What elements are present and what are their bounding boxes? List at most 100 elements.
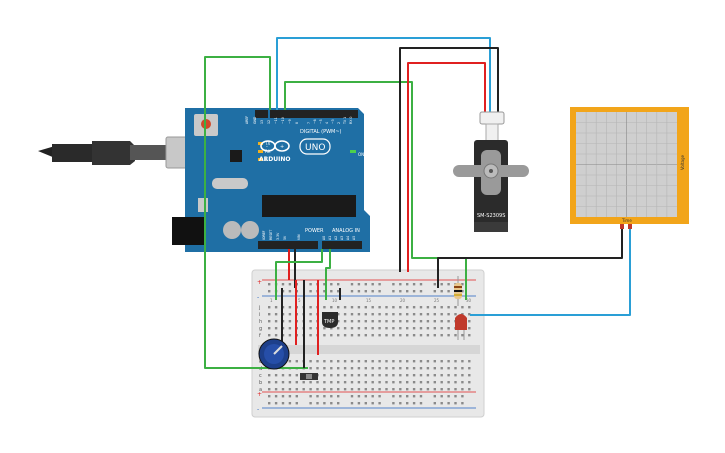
breadboard-hole[interactable] [371, 402, 374, 405]
breadboard-hole[interactable] [274, 327, 278, 330]
breadboard-hole[interactable] [433, 360, 436, 363]
breadboard-hole[interactable] [468, 388, 471, 391]
breadboard-hole[interactable] [426, 334, 430, 337]
breadboard-hole[interactable] [343, 334, 347, 337]
breadboard-hole[interactable] [316, 367, 319, 370]
servo-motor[interactable]: SM-S2309S [453, 111, 529, 232]
breadboard-hole[interactable] [433, 320, 436, 323]
breadboard-hole[interactable] [385, 360, 388, 363]
breadboard-hole[interactable] [330, 283, 333, 286]
breadboard-hole[interactable] [447, 374, 450, 377]
breadboard-hole[interactable] [302, 388, 305, 391]
breadboard-hole[interactable] [406, 395, 409, 398]
breadboard-hole[interactable] [406, 327, 409, 330]
breadboard-hole[interactable] [323, 402, 326, 405]
breadboard-hole[interactable] [399, 367, 402, 370]
breadboard-hole[interactable] [281, 402, 285, 405]
breadboard-hole[interactable] [461, 313, 464, 316]
breadboard-hole[interactable] [468, 360, 471, 363]
breadboard-hole[interactable] [447, 290, 450, 293]
breadboard-hole[interactable] [309, 381, 312, 384]
breadboard-hole[interactable] [350, 395, 354, 398]
breadboard-hole[interactable] [412, 306, 416, 309]
breadboard-hole[interactable] [412, 381, 416, 384]
breadboard-hole[interactable] [364, 402, 367, 405]
breadboard-hole[interactable] [357, 374, 361, 377]
breadboard-hole[interactable] [440, 327, 443, 330]
breadboard-hole[interactable] [399, 306, 402, 309]
breadboard-hole[interactable] [392, 395, 395, 398]
oscilloscope[interactable]: Voltage Time [570, 107, 689, 229]
breadboard-hole[interactable] [419, 313, 423, 316]
breadboard-hole[interactable] [330, 388, 333, 391]
breadboard-hole[interactable] [447, 327, 450, 330]
breadboard-hole[interactable] [399, 360, 402, 363]
breadboard-hole[interactable] [281, 388, 285, 391]
breadboard-hole[interactable] [440, 334, 443, 337]
oscilloscope-probe-neg[interactable] [620, 224, 624, 229]
breadboard-hole[interactable] [468, 320, 471, 323]
breadboard-hole[interactable] [399, 388, 402, 391]
breadboard-hole[interactable] [406, 367, 409, 370]
breadboard-hole[interactable] [364, 367, 367, 370]
breadboard-hole[interactable] [309, 402, 312, 405]
slide-switch[interactable] [300, 373, 318, 380]
breadboard-hole[interactable] [281, 374, 285, 377]
breadboard-hole[interactable] [468, 381, 471, 384]
breadboard-hole[interactable] [378, 395, 381, 398]
breadboard-hole[interactable] [281, 381, 285, 384]
breadboard-hole[interactable] [440, 388, 443, 391]
temperature-sensor[interactable]: TMP [322, 312, 338, 328]
breadboard-hole[interactable] [343, 367, 347, 370]
breadboard-hole[interactable] [357, 320, 361, 323]
breadboard-hole[interactable] [461, 360, 464, 363]
breadboard-hole[interactable] [323, 306, 326, 309]
breadboard-hole[interactable] [406, 283, 409, 286]
breadboard-hole[interactable] [274, 402, 278, 405]
breadboard-hole[interactable] [288, 306, 292, 309]
breadboard-hole[interactable] [364, 374, 367, 377]
breadboard-hole[interactable] [468, 374, 471, 377]
breadboard-hole[interactable] [440, 367, 443, 370]
breadboard-hole[interactable] [406, 360, 409, 363]
breadboard-hole[interactable] [268, 388, 271, 391]
breadboard-hole[interactable] [330, 360, 333, 363]
breadboard-hole[interactable] [378, 367, 381, 370]
breadboard-hole[interactable] [419, 320, 423, 323]
breadboard-hole[interactable] [447, 360, 450, 363]
breadboard-hole[interactable] [268, 402, 271, 405]
breadboard-hole[interactable] [461, 290, 464, 293]
breadboard-hole[interactable] [461, 381, 464, 384]
breadboard-hole[interactable] [309, 388, 312, 391]
breadboard-hole[interactable] [399, 334, 402, 337]
breadboard-hole[interactable] [426, 320, 430, 323]
breadboard-hole[interactable] [454, 360, 457, 363]
breadboard-hole[interactable] [406, 334, 409, 337]
breadboard-hole[interactable] [378, 381, 381, 384]
breadboard-hole[interactable] [447, 320, 450, 323]
breadboard-hole[interactable] [323, 283, 326, 286]
breadboard-hole[interactable] [378, 388, 381, 391]
breadboard-hole[interactable] [343, 306, 347, 309]
breadboard-hole[interactable] [309, 327, 312, 330]
breadboard-hole[interactable] [378, 360, 381, 363]
breadboard-hole[interactable] [357, 395, 361, 398]
breadboard-hole[interactable] [330, 395, 333, 398]
breadboard-hole[interactable] [323, 388, 326, 391]
breadboard-hole[interactable] [268, 374, 271, 377]
breadboard-hole[interactable] [309, 290, 312, 293]
breadboard-hole[interactable] [357, 381, 361, 384]
breadboard-hole[interactable] [392, 360, 395, 363]
breadboard-hole[interactable] [357, 313, 361, 316]
breadboard-hole[interactable] [412, 313, 416, 316]
breadboard-hole[interactable] [378, 313, 381, 316]
breadboard-hole[interactable] [350, 283, 354, 286]
breadboard-hole[interactable] [406, 402, 409, 405]
breadboard-hole[interactable] [364, 388, 367, 391]
breadboard-hole[interactable] [295, 374, 298, 377]
breadboard-hole[interactable] [406, 388, 409, 391]
breadboard-hole[interactable] [295, 388, 298, 391]
breadboard-hole[interactable] [337, 313, 340, 316]
breadboard-hole[interactable] [447, 334, 450, 337]
breadboard-hole[interactable] [295, 395, 298, 398]
